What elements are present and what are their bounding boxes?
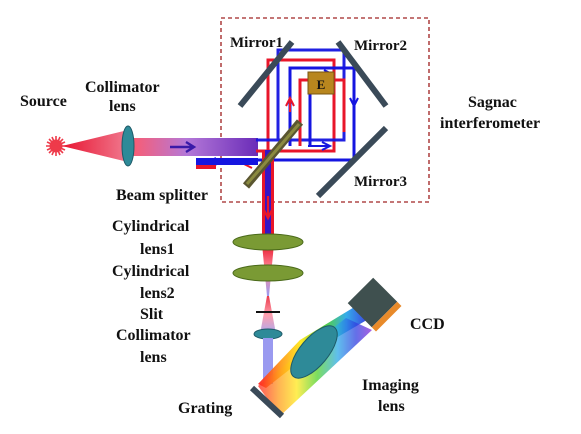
mirror3 <box>315 125 389 199</box>
collimator-top-label-1: Collimator <box>85 79 160 96</box>
imaging-lens-label-2: lens <box>378 398 405 415</box>
diverging-beam <box>260 296 276 334</box>
source-light-cone <box>62 130 128 162</box>
cylindrical-lens1-label-1: Cylindrical <box>112 218 190 235</box>
source-label: Source <box>20 93 67 110</box>
source-star-icon <box>46 136 66 156</box>
element-e-label: E <box>317 77 326 92</box>
sagnac-label-2: interferometer <box>440 115 540 132</box>
imaging-lens <box>290 325 338 379</box>
grating <box>249 385 285 419</box>
cylindrical-lens2-label-2: lens2 <box>140 285 175 302</box>
mirror1-label: Mirror1 <box>230 35 283 51</box>
element-e-box <box>307 71 335 95</box>
ccd-label: CCD <box>410 316 445 333</box>
input-beam-arrow-icon <box>170 140 197 154</box>
return-beam-arrow-icon <box>205 157 232 167</box>
cylindrical-lens2 <box>232 264 304 282</box>
top-collimator-lens <box>121 125 135 167</box>
imaging-lens-label-1: Imaging <box>362 377 419 394</box>
mirror2-label: Mirror2 <box>354 38 407 54</box>
sagnac-label-1: Sagnac <box>468 94 517 111</box>
mirror1 <box>237 40 295 108</box>
mirror2 <box>335 40 389 108</box>
bottom-collimator-lens <box>253 328 283 340</box>
beam-splitter-label: Beam splitter <box>116 187 208 204</box>
beam-to-grating <box>263 338 273 384</box>
return-beam-red <box>196 165 216 169</box>
grating-label: Grating <box>178 400 232 417</box>
collimator-bottom-label-1: Collimator <box>116 327 191 344</box>
mirror3-label: Mirror3 <box>354 174 407 190</box>
ccd-camera <box>347 277 402 332</box>
cylindrical-lens2-label-1: Cylindrical <box>112 263 190 280</box>
cylindrical-lens1-label-2: lens1 <box>140 241 175 258</box>
cylindrical-lens1 <box>232 233 304 251</box>
collimator-top-label-2: lens <box>109 98 136 115</box>
collimator-bottom-label-2: lens <box>140 349 167 366</box>
slit-label: Slit <box>140 306 164 323</box>
